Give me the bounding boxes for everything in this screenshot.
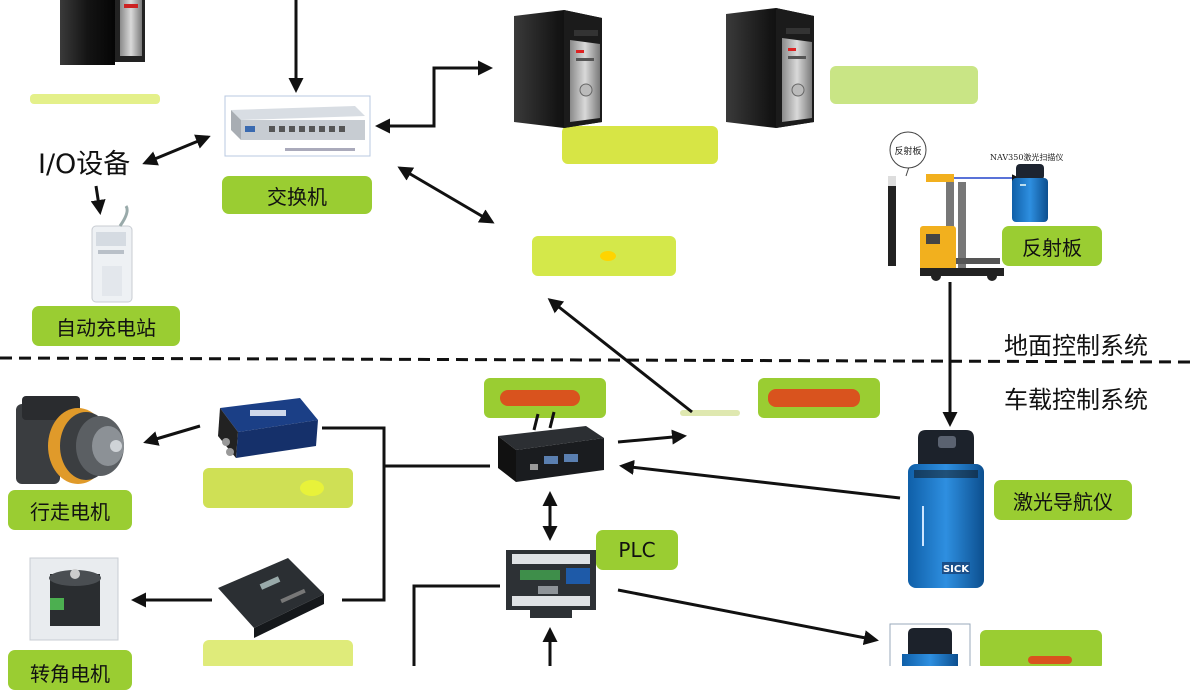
computer-tower-icon bbox=[514, 10, 602, 128]
charging-station-icon bbox=[91, 205, 133, 303]
io-device-label: I/O设备 bbox=[38, 149, 131, 180]
smear-2 bbox=[562, 126, 718, 164]
laser-scanner-icon bbox=[1012, 164, 1048, 222]
smear-8 bbox=[203, 640, 353, 666]
turn-motor-label: 转角电机 bbox=[8, 650, 132, 690]
arrow-laser-to-ipc bbox=[619, 459, 901, 500]
smear-7-dot bbox=[300, 480, 324, 496]
plc-label: PLC bbox=[596, 530, 678, 570]
arrow-io-switch bbox=[142, 134, 211, 166]
forklift-agv-icon: 反射板 bbox=[888, 131, 1020, 281]
smear-1 bbox=[30, 94, 160, 104]
smear-5-core bbox=[500, 390, 580, 406]
wheel-motor-icon bbox=[16, 396, 124, 484]
laser-scanner-icon: SICK bbox=[908, 430, 984, 588]
reflector-label: 反射板 bbox=[1002, 226, 1102, 266]
vehicle-control-label: 车载控制系统 bbox=[1004, 386, 1148, 414]
arrow-switch-wireless bbox=[397, 166, 495, 224]
computer-tower-icon bbox=[726, 8, 814, 128]
system-divider bbox=[0, 356, 1191, 364]
smear-9 bbox=[980, 630, 1102, 666]
industrial-pc-icon bbox=[498, 411, 604, 482]
bus-line bbox=[322, 426, 386, 602]
servo-motor-icon bbox=[29, 557, 119, 641]
motor-driver-icon bbox=[218, 558, 324, 638]
scanner-caption: NAV350激光扫描仪 bbox=[990, 152, 1063, 162]
arrow-ipc-right bbox=[617, 429, 687, 445]
computer-tower-icon bbox=[60, 0, 145, 65]
smear-6-core bbox=[768, 389, 860, 407]
smear-9-core bbox=[1028, 656, 1072, 664]
motor-driver-icon bbox=[218, 398, 318, 458]
laser-scanner-icon bbox=[889, 623, 971, 666]
network-switch-icon bbox=[224, 95, 371, 157]
highlight-smears bbox=[30, 66, 1102, 666]
smear-3 bbox=[830, 66, 978, 104]
ground-control-label: 地面控制系统 bbox=[1004, 332, 1148, 360]
reflector-callout: 反射板 bbox=[894, 145, 921, 157]
arrow-ipc-to-wireless bbox=[547, 298, 693, 414]
smear-7 bbox=[203, 468, 353, 508]
arrow-plc-scanner bbox=[617, 588, 879, 646]
arrow-switch-pc1 bbox=[375, 60, 493, 134]
plc-left-line bbox=[412, 584, 500, 666]
smear-10 bbox=[680, 410, 740, 416]
arrow-driver-wheel bbox=[143, 424, 201, 446]
connectors bbox=[90, 0, 958, 666]
plc-icon bbox=[506, 550, 596, 618]
agv-system-diagram: 反射板 NAV350激光扫描仪 SICK bbox=[0, 0, 1191, 666]
laser-nav-label: 激光导航仪 bbox=[994, 480, 1132, 520]
smear-4-dot bbox=[600, 251, 616, 261]
switch-label: 交换机 bbox=[222, 176, 372, 214]
charging-station-label: 自动充电站 bbox=[32, 306, 180, 346]
walk-motor-label: 行走电机 bbox=[8, 490, 132, 530]
scanner-brand: SICK bbox=[943, 564, 970, 575]
arrow-io-charging bbox=[90, 185, 106, 215]
